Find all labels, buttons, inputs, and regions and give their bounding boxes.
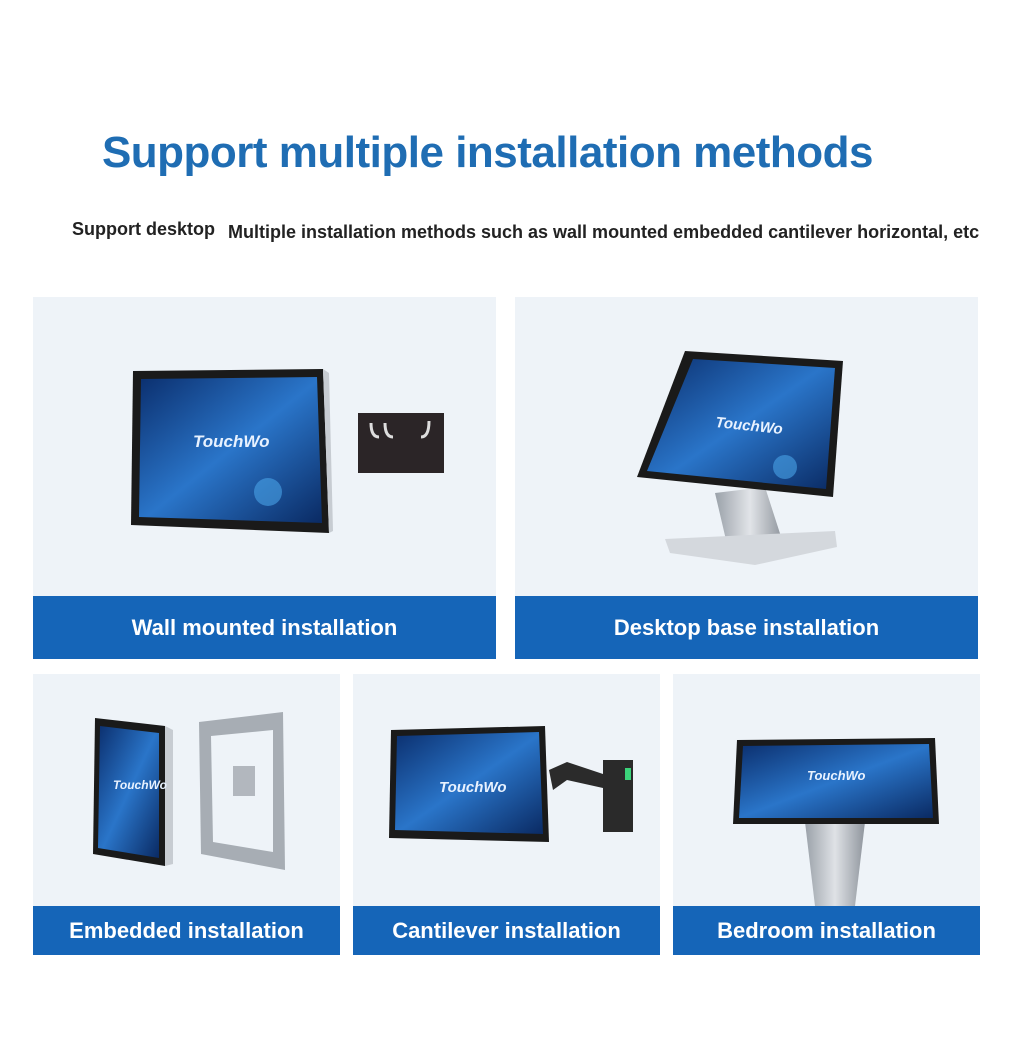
card-label: Cantilever installation (353, 906, 660, 955)
brand-logo: TouchWo (193, 432, 269, 451)
card-label: Desktop base installation (515, 596, 978, 659)
card-cantilever: TouchWo Cantilever installation (353, 674, 660, 955)
card-label: Embedded installation (33, 906, 340, 955)
card-label: Bedroom installation (673, 906, 980, 955)
card-desktop-base: TouchWo Desktop base installation (515, 297, 978, 659)
subtitle-right: Multiple installation methods such as wa… (228, 222, 980, 242)
embedded-illustration: TouchWo (93, 712, 285, 870)
wall-mount-illustration: TouchWo (131, 369, 444, 533)
subtitle-left: Support desktop (72, 219, 215, 239)
brand-logo: TouchWo (113, 778, 167, 792)
bedroom-illustration: TouchWo (733, 738, 939, 906)
card-wall-mounted: TouchWo Wall mounted installation (33, 297, 496, 659)
cantilever-illustration: TouchWo (389, 726, 633, 842)
card-label: Wall mounted installation (33, 596, 496, 659)
page-title: Support multiple installation methods (101, 128, 874, 177)
card-bedroom: TouchWo Bedroom installation (673, 674, 980, 955)
brand-logo: TouchWo (807, 768, 866, 783)
brand-logo: TouchWo (439, 779, 507, 796)
card-embedded: TouchWo Embedded installation (33, 674, 340, 955)
brand-logo: TouchWo (715, 414, 784, 438)
desktop-base-illustration: TouchWo (637, 351, 843, 565)
